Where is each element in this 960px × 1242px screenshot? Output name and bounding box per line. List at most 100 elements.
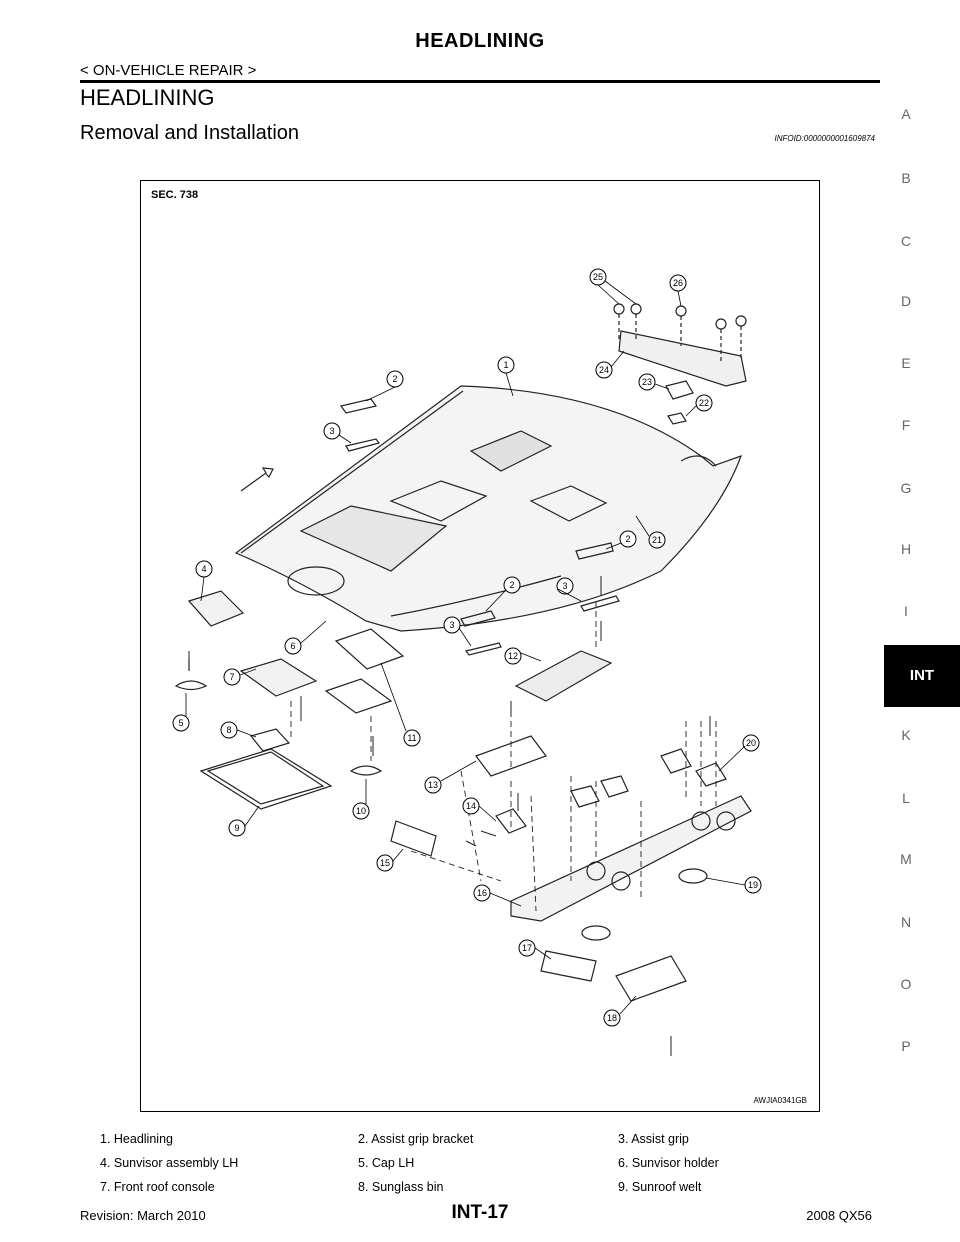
- callout-6: 6: [284, 637, 302, 655]
- legend-item: 8. Sunglass bin: [358, 1180, 444, 1194]
- callout-9: 9: [228, 819, 246, 837]
- callout-22: 22: [695, 394, 713, 412]
- callout-21: 21: [648, 531, 666, 549]
- callout-26: 26: [669, 274, 687, 292]
- callout-2c: 2: [503, 576, 521, 594]
- section-heading: Removal and Installation: [80, 122, 300, 144]
- callout-25: 25: [589, 268, 607, 286]
- figure-code: AWJIA0341GB: [753, 1096, 807, 1105]
- svg-text:11: 11: [407, 733, 416, 743]
- side-tab[interactable]: P: [901, 1038, 911, 1054]
- callout-20: 20: [742, 734, 760, 752]
- callout-2a: 2: [386, 370, 404, 388]
- svg-text:3: 3: [449, 620, 454, 630]
- sunroof-opening: [299, 505, 448, 572]
- callout-3c: 3: [443, 616, 461, 634]
- legend-item: 2. Assist grip bracket: [358, 1132, 474, 1146]
- svg-text:2: 2: [625, 534, 630, 544]
- side-tab[interactable]: K: [901, 727, 911, 743]
- callout-10: 10: [352, 802, 370, 820]
- svg-text:17: 17: [522, 943, 532, 953]
- svg-text:18: 18: [607, 1013, 617, 1023]
- callout-5: 5: [172, 714, 190, 732]
- exploded-diagram: SEC. 738: [140, 180, 820, 1112]
- svg-text:8: 8: [226, 725, 231, 735]
- diagram-drawing: 1 2 3 2 2 3 3 4 5 6 7 8 9 10 11 12 13 14…: [172, 268, 762, 1056]
- parts-legend: 1. Headlining 2. Assist grip bracket 3. …: [100, 1132, 860, 1204]
- sunvisor: [187, 590, 245, 627]
- page-header-title: HEADLINING: [415, 30, 545, 52]
- side-tab[interactable]: E: [901, 355, 911, 371]
- svg-text:3: 3: [562, 581, 567, 591]
- svg-text:25: 25: [593, 272, 603, 282]
- footer-revision: Revision: March 2010: [80, 1208, 206, 1223]
- page-heading: HEADLINING: [80, 85, 215, 110]
- callout-2b: 2: [619, 530, 637, 548]
- legend-row: 7. Front roof console 8. Sunglass bin 9.…: [100, 1180, 860, 1204]
- callout-18: 18: [603, 1009, 621, 1027]
- callout-13: 13: [424, 776, 442, 794]
- side-tab[interactable]: A: [901, 106, 911, 122]
- side-tab[interactable]: M: [900, 851, 912, 867]
- header-rule: [80, 80, 880, 83]
- side-tab[interactable]: N: [900, 914, 912, 930]
- svg-text:21: 21: [652, 535, 662, 545]
- side-tab[interactable]: B: [901, 170, 911, 186]
- svg-text:12: 12: [508, 651, 518, 661]
- callout-19: 19: [744, 876, 762, 894]
- svg-text:26: 26: [673, 278, 683, 288]
- footer-model: 2008 QX56: [806, 1208, 872, 1223]
- legend-item: 1. Headlining: [100, 1132, 173, 1146]
- svg-text:14: 14: [466, 801, 476, 811]
- callout-7: 7: [223, 668, 241, 686]
- headlining-panel: [234, 385, 743, 632]
- side-tabs: A B C D E F G H I INT K L M N O P: [884, 90, 960, 1070]
- svg-text:15: 15: [380, 858, 390, 868]
- svg-text:1: 1: [503, 360, 508, 370]
- side-tab[interactable]: I: [904, 603, 908, 619]
- overhead-console-upper: [514, 650, 613, 702]
- side-tab[interactable]: L: [902, 790, 910, 806]
- sunroof-welt: [199, 748, 333, 810]
- side-tab[interactable]: G: [900, 480, 912, 496]
- callout-12: 12: [504, 647, 522, 665]
- callout-11: 11: [403, 729, 421, 747]
- callout-3b: 3: [556, 577, 574, 595]
- side-tab[interactable]: F: [901, 417, 911, 433]
- side-tab-active[interactable]: INT: [884, 645, 960, 707]
- svg-text:3: 3: [329, 426, 334, 436]
- page-header-subtitle: < ON-VEHICLE REPAIR >: [80, 62, 257, 79]
- side-tab[interactable]: D: [900, 293, 912, 309]
- side-tab[interactable]: C: [900, 233, 912, 249]
- legend-item: 4. Sunvisor assembly LH: [100, 1156, 239, 1170]
- svg-text:24: 24: [599, 365, 609, 375]
- roof-console: [510, 795, 752, 922]
- svg-text:2: 2: [509, 580, 514, 590]
- callout-17: 17: [518, 939, 536, 957]
- svg-text:16: 16: [477, 888, 487, 898]
- svg-text:9: 9: [234, 823, 239, 833]
- legend-item: 9. Sunroof welt: [618, 1180, 702, 1194]
- callout-3a: 3: [323, 422, 341, 440]
- callout-15: 15: [376, 854, 394, 872]
- svg-text:4: 4: [201, 564, 206, 574]
- svg-text:7: 7: [229, 672, 234, 682]
- svg-text:2: 2: [392, 374, 397, 384]
- svg-text:6: 6: [290, 641, 295, 651]
- sec-label: SEC. 738: [151, 189, 199, 201]
- callout-8: 8: [220, 721, 238, 739]
- rear-bracket: [618, 330, 747, 387]
- legend-item: 6. Sunvisor holder: [618, 1156, 719, 1170]
- svg-text:13: 13: [428, 780, 438, 790]
- footer-page-number: INT-17: [451, 1202, 509, 1223]
- legend-item: 7. Front roof console: [100, 1180, 215, 1194]
- side-tab[interactable]: O: [900, 976, 912, 992]
- side-tab[interactable]: H: [900, 541, 912, 557]
- legend-item: 5. Cap LH: [358, 1156, 415, 1170]
- svg-text:23: 23: [642, 377, 652, 387]
- callout-4: 4: [195, 560, 213, 578]
- info-id: INFOID:0000000001609874: [774, 134, 875, 143]
- svg-text:19: 19: [748, 880, 758, 890]
- legend-item: 3. Assist grip: [618, 1132, 689, 1146]
- callout-16: 16: [473, 884, 491, 902]
